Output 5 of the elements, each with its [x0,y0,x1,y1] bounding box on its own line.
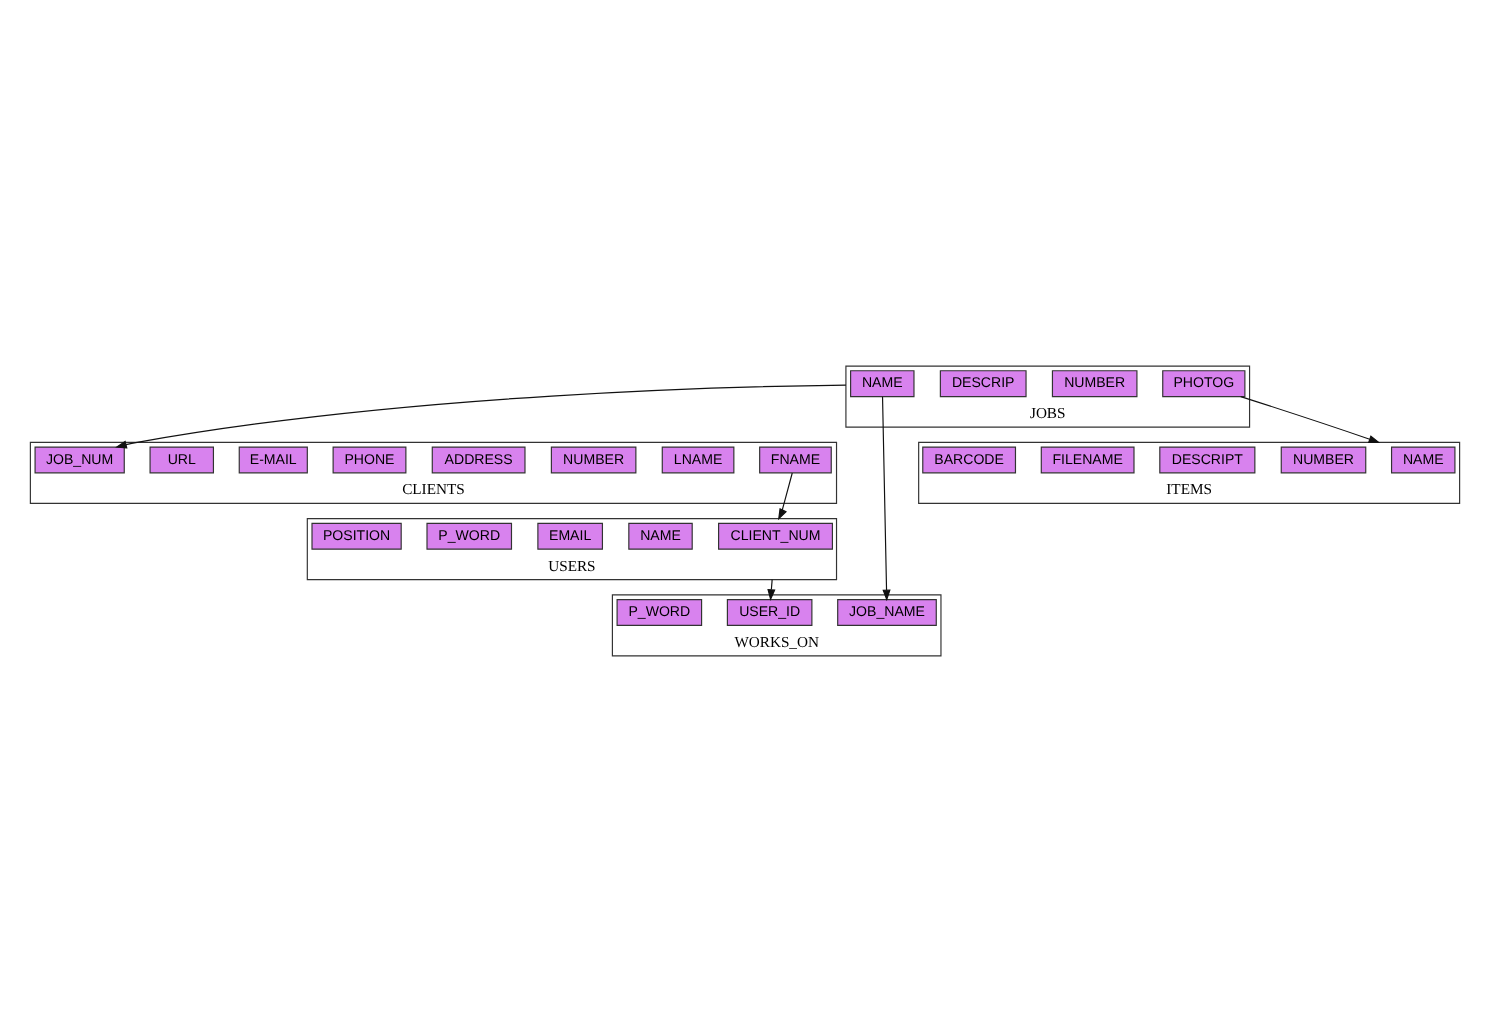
arrow [115,384,847,449]
arrow [881,396,891,602]
arrow [1240,396,1381,443]
arrow [767,579,776,601]
arrow [777,472,793,521]
